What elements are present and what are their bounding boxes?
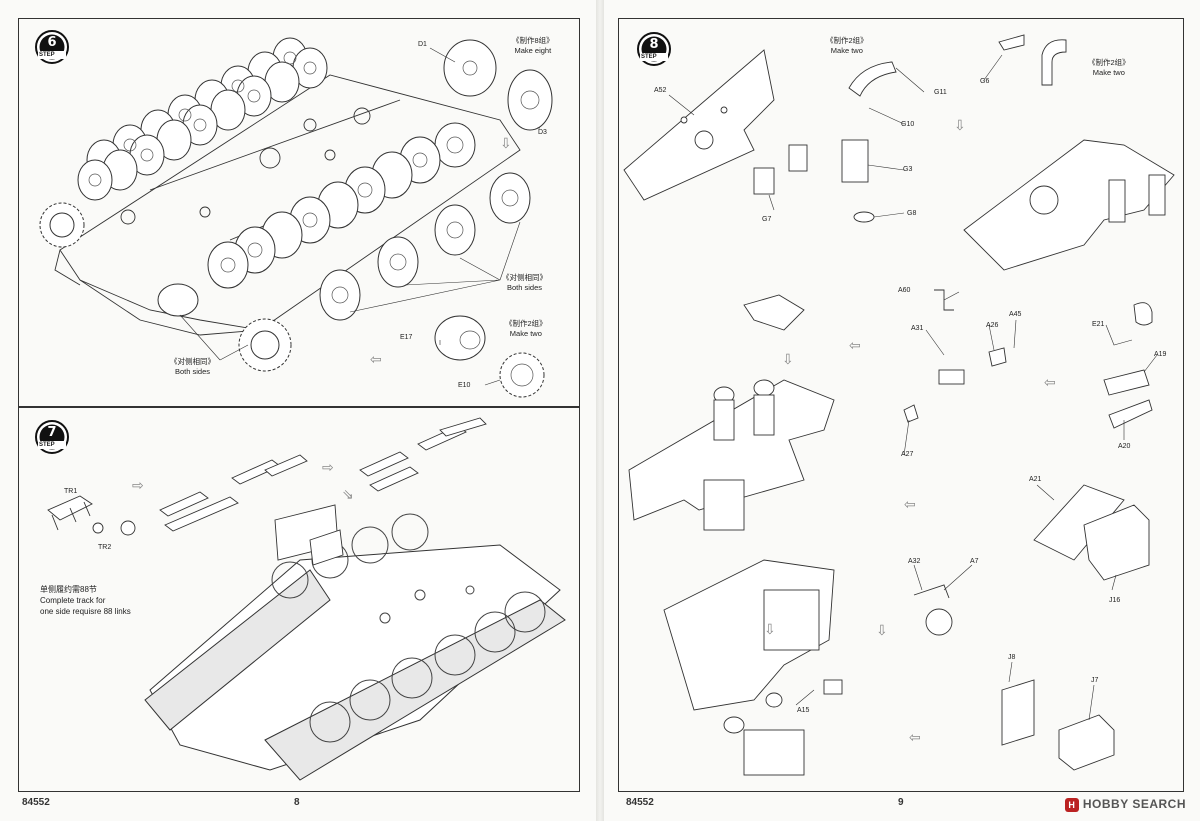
step7-badge-word: STEP <box>39 442 55 448</box>
note-cn: 《制作2组》 <box>505 319 547 328</box>
part-label: A26 <box>986 322 999 329</box>
part-label: TR1 <box>64 488 78 495</box>
step7-track-illustration <box>47 417 566 781</box>
flow-arrow-icon: ⇦ <box>370 351 382 367</box>
note-cn: 单侧履约需88节 <box>40 585 97 594</box>
step8-badge-word: STEP <box>641 54 657 60</box>
note-cn: 《对侧相同》 <box>502 273 547 282</box>
make-two-note: 《制作2组》 Make two <box>1088 58 1130 78</box>
note-en: one side requisre 88 links <box>40 606 131 616</box>
flow-arrow-icon: ⇦ <box>1044 374 1056 390</box>
track-count-note: 单侧履约需88节 Complete track for one side req… <box>40 585 131 617</box>
flow-arrow-icon: ⇘ <box>342 486 354 502</box>
part-label: J8 <box>1008 654 1016 661</box>
note-cn: 《制作8组》 <box>512 36 554 45</box>
part-label: G11 <box>934 89 947 96</box>
step8-illustration <box>623 34 1175 776</box>
step-badge-icon <box>35 420 69 454</box>
page-number: 8 <box>294 797 300 808</box>
product-code: 84552 <box>22 797 50 808</box>
part-label: TR2 <box>98 544 112 551</box>
step7-badge: 7 STEP <box>35 420 69 454</box>
flow-arrow-icon: ⇩ <box>954 117 966 133</box>
step-badge-icon <box>35 30 69 64</box>
part-label: G7 <box>762 216 772 223</box>
note-en: Make eight <box>514 46 552 56</box>
note-cn: 《制作2组》 <box>1088 58 1130 67</box>
make-two-note: 《制作2组》 Make two <box>505 319 547 339</box>
binding-gutter <box>596 0 604 821</box>
right-page: 8 STEP <box>604 0 1200 821</box>
part-label: E17 <box>400 334 413 341</box>
flow-arrow-icon: ⇩ <box>876 622 888 638</box>
step7-number: 7 <box>47 425 57 440</box>
note-en: Both sides <box>174 367 211 377</box>
product-code: 84552 <box>626 797 654 808</box>
part-label: A27 <box>901 451 914 458</box>
step6-number: 6 <box>47 35 57 50</box>
part-label: D1 <box>418 41 427 48</box>
step-badge-icon <box>637 32 671 66</box>
step6-panel <box>18 18 580 408</box>
step8-number: 8 <box>649 37 659 52</box>
part-label: A20 <box>1118 443 1131 450</box>
part-label: A7 <box>970 558 979 565</box>
flow-arrow-icon: ⇨ <box>132 477 144 493</box>
note-cn: 《对侧相同》 <box>170 357 215 366</box>
flow-arrow-icon: ⇦ <box>909 729 921 745</box>
both-sides-note: 《对侧相同》 Both sides <box>502 273 547 293</box>
part-label: A31 <box>911 325 924 332</box>
note-en: Make two <box>1092 68 1125 78</box>
note-en: Make two <box>509 329 542 339</box>
part-label: A21 <box>1029 476 1042 483</box>
make-eight-note: 《制作8组》 Make eight <box>512 36 554 56</box>
note-en: Complete track for <box>40 595 106 605</box>
part-label: A19 <box>1154 351 1167 358</box>
part-label: J16 <box>1109 597 1121 604</box>
part-label: A45 <box>1009 311 1022 318</box>
part-label: E21 <box>1092 321 1105 328</box>
flow-arrow-icon: ⇩ <box>500 135 512 151</box>
hobby-search-logo-icon: H <box>1064 798 1079 812</box>
step6-chassis-illustration <box>39 37 553 398</box>
part-label: G8 <box>907 210 917 217</box>
flow-arrow-icon: ⇦ <box>904 496 916 512</box>
flow-arrow-icon: ⇨ <box>322 459 334 475</box>
part-label: G6 <box>980 78 990 85</box>
part-label: A52 <box>654 87 667 94</box>
step6-badge-word: STEP <box>39 52 55 58</box>
part-label: D3 <box>538 129 547 136</box>
part-label: J7 <box>1091 677 1099 684</box>
part-label: A15 <box>797 707 810 714</box>
part-label: G3 <box>903 166 913 173</box>
step8-badge: 8 STEP <box>637 32 671 66</box>
page-number: 9 <box>898 797 904 808</box>
note-cn: 《制作2组》 <box>826 36 868 45</box>
both-sides-note: 《对侧相同》 Both sides <box>170 357 215 377</box>
part-label: A32 <box>908 558 921 565</box>
part-label: E10 <box>458 382 471 389</box>
part-label: A60 <box>898 287 911 294</box>
watermark-text: HOBBY SEARCH <box>1082 797 1186 811</box>
flow-arrow-icon: ⇦ <box>849 337 861 353</box>
part-label: G10 <box>901 121 915 128</box>
step7-panel <box>18 406 580 792</box>
step6-badge: 6 STEP <box>35 30 69 64</box>
left-page: 6 STEP <box>0 0 596 821</box>
flow-arrow-icon: ⇩ <box>764 621 776 637</box>
flow-arrow-icon: ⇩ <box>782 351 794 367</box>
step8-panel <box>618 18 1184 792</box>
make-two-note: 《制作2组》 Make two <box>826 36 868 56</box>
note-en: Make two <box>830 46 863 56</box>
note-en: Both sides <box>506 283 543 293</box>
